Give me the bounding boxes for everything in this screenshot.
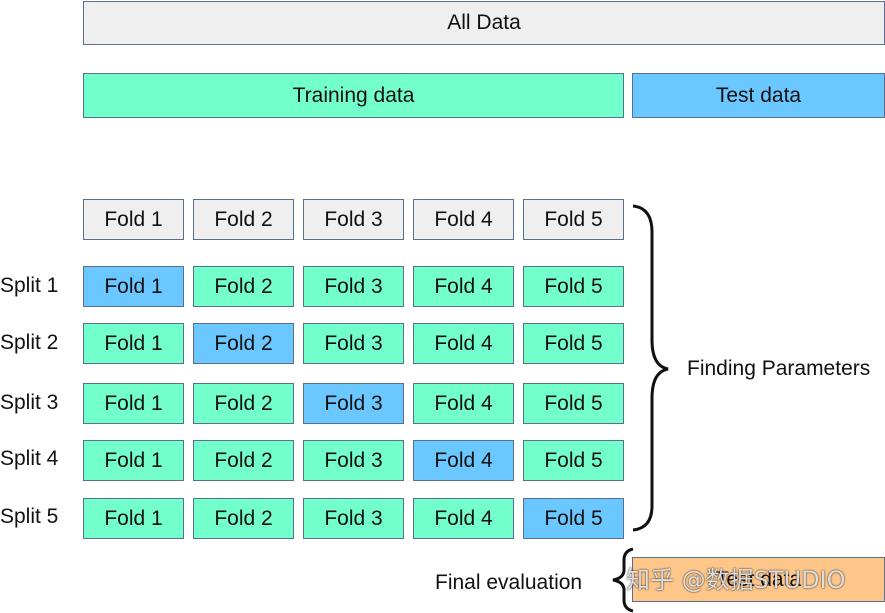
fold-header-1: Fold 1 — [83, 199, 184, 240]
split-label-2: Split 2 — [0, 331, 59, 354]
fold-label: Fold 5 — [544, 331, 603, 355]
fold-label: Fold 3 — [324, 274, 383, 298]
fold-label: Fold 4 — [434, 506, 493, 530]
split3-fold1: Fold 1 — [83, 383, 184, 424]
fold-label: Fold 5 — [544, 274, 603, 298]
final-evaluation-label: Final evaluation — [435, 571, 583, 594]
test-data-label: Test data — [715, 83, 802, 107]
fold-header-4: Fold 4 — [413, 199, 514, 240]
fold-label: Fold 3 — [324, 391, 383, 415]
test-data-bar: Test data — [632, 73, 885, 118]
split1-fold4: Fold 4 — [413, 266, 514, 307]
split5-fold5: Fold 5 — [523, 498, 624, 539]
split2-fold5: Fold 5 — [523, 323, 624, 364]
split4-fold1: Fold 1 — [83, 440, 184, 481]
fold-label: Fold 1 — [104, 506, 163, 530]
training-data-bar: Training data — [83, 73, 624, 118]
fold-header-2: Fold 2 — [193, 199, 294, 240]
fold-label: Fold 4 — [434, 448, 493, 472]
split4-fold5: Fold 5 — [523, 440, 624, 481]
fold-label: Fold 4 — [434, 391, 493, 415]
finding-parameters-label: Finding Parameters — [687, 357, 871, 380]
fold-header-label: Fold 2 — [214, 207, 273, 231]
finding-parameters-brace — [632, 204, 669, 532]
split1-fold2: Fold 2 — [193, 266, 294, 307]
fold-label: Fold 2 — [214, 506, 273, 530]
final-test-data-label: Test data — [715, 567, 802, 591]
split3-fold3: Fold 3 — [303, 383, 404, 424]
split2-fold2: Fold 2 — [193, 323, 294, 364]
split3-fold4: Fold 4 — [413, 383, 514, 424]
fold-header-5: Fold 5 — [523, 199, 624, 240]
final-evaluation-brace — [612, 547, 634, 613]
split3-fold2: Fold 2 — [193, 383, 294, 424]
split5-fold3: Fold 3 — [303, 498, 404, 539]
fold-label: Fold 1 — [104, 274, 163, 298]
fold-label: Fold 2 — [214, 274, 273, 298]
fold-label: Fold 2 — [214, 448, 273, 472]
split4-fold4: Fold 4 — [413, 440, 514, 481]
split5-fold1: Fold 1 — [83, 498, 184, 539]
fold-label: Fold 3 — [324, 448, 383, 472]
final-test-data-box: Test data — [632, 557, 885, 602]
fold-label: Fold 5 — [544, 391, 603, 415]
split1-fold5: Fold 5 — [523, 266, 624, 307]
split2-fold4: Fold 4 — [413, 323, 514, 364]
fold-label: Fold 2 — [214, 331, 273, 355]
fold-header-label: Fold 4 — [434, 207, 493, 231]
fold-header-label: Fold 3 — [324, 207, 383, 231]
split5-fold4: Fold 4 — [413, 498, 514, 539]
split4-fold3: Fold 3 — [303, 440, 404, 481]
fold-header-label: Fold 1 — [104, 207, 163, 231]
split-label-4: Split 4 — [0, 447, 59, 470]
split1-fold3: Fold 3 — [303, 266, 404, 307]
fold-label: Fold 4 — [434, 274, 493, 298]
all-data-bar: All Data — [83, 1, 885, 45]
fold-label: Fold 3 — [324, 331, 383, 355]
split2-fold3: Fold 3 — [303, 323, 404, 364]
split4-fold2: Fold 2 — [193, 440, 294, 481]
fold-label: Fold 4 — [434, 331, 493, 355]
fold-label: Fold 1 — [104, 448, 163, 472]
split-label-1: Split 1 — [0, 274, 59, 297]
fold-label: Fold 1 — [104, 331, 163, 355]
fold-header-3: Fold 3 — [303, 199, 404, 240]
split5-fold2: Fold 2 — [193, 498, 294, 539]
split-label-5: Split 5 — [0, 505, 59, 528]
fold-label: Fold 5 — [544, 448, 603, 472]
all-data-label: All Data — [447, 11, 521, 34]
fold-header-label: Fold 5 — [544, 207, 603, 231]
fold-label: Fold 1 — [104, 391, 163, 415]
training-data-label: Training data — [292, 83, 415, 107]
watermark-text: 知乎 @数据STUDIO — [626, 566, 846, 594]
fold-label: Fold 2 — [214, 391, 273, 415]
fold-label: Fold 5 — [544, 506, 603, 530]
split3-fold5: Fold 5 — [523, 383, 624, 424]
split1-fold1: Fold 1 — [83, 266, 184, 307]
split2-fold1: Fold 1 — [83, 323, 184, 364]
fold-label: Fold 3 — [324, 506, 383, 530]
split-label-3: Split 3 — [0, 391, 59, 414]
